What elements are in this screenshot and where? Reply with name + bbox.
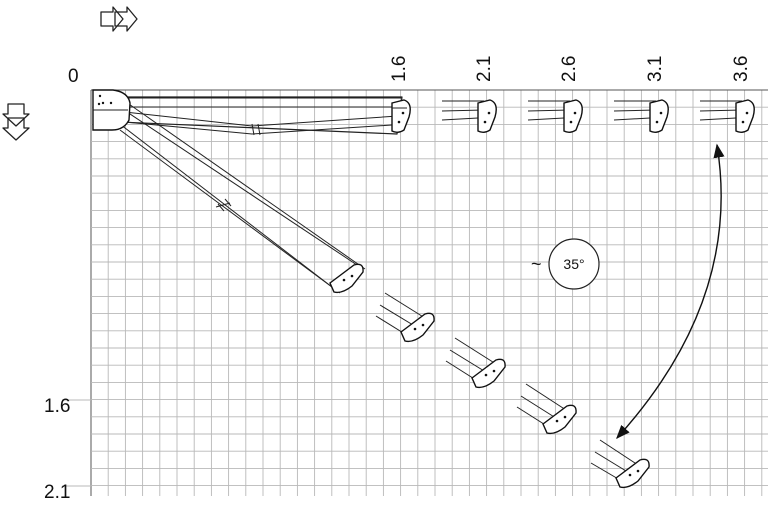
- approx-symbol: ~: [531, 254, 542, 274]
- angle-circle: [548, 238, 600, 290]
- measurement-grid: [62, 89, 768, 496]
- origin-label: 0: [68, 66, 79, 87]
- wall-bracket: [92, 89, 131, 131]
- horizontal-tip-3: [527, 99, 583, 133]
- angled-tip-1: [329, 263, 364, 294]
- double-down-arrow-icon: [2, 103, 30, 141]
- double-right-arrow-icon: [100, 6, 138, 32]
- top-label-5: 3.6: [731, 56, 752, 82]
- top-projection-labels: 1.6 2.1 2.6 3.1 3.6: [389, 56, 752, 82]
- angled-arm: [111, 101, 366, 294]
- angled-tip-3: [445, 337, 506, 389]
- horizontal-tip-1: [391, 99, 411, 133]
- angled-tip-5: [590, 439, 650, 489]
- angled-tip-2: [375, 292, 435, 343]
- horizontal-arm: [119, 96, 403, 136]
- angle-indicator: ~ 35°: [531, 238, 600, 290]
- horizontal-tip-5: [699, 99, 755, 133]
- angled-tip-4: [516, 383, 577, 435]
- left-label-2: 2.1: [44, 482, 70, 503]
- top-label-1: 1.6: [389, 56, 410, 82]
- angle-value: 35°: [563, 256, 584, 272]
- left-label-1: 1.6: [44, 396, 70, 417]
- horizontal-tip-4: [613, 99, 669, 133]
- horizontal-tip-2: [441, 99, 497, 133]
- swing-range-arc: [616, 143, 725, 440]
- top-label-3: 2.6: [559, 56, 580, 82]
- top-label-4: 3.1: [645, 56, 666, 82]
- top-label-2: 2.1: [474, 56, 495, 82]
